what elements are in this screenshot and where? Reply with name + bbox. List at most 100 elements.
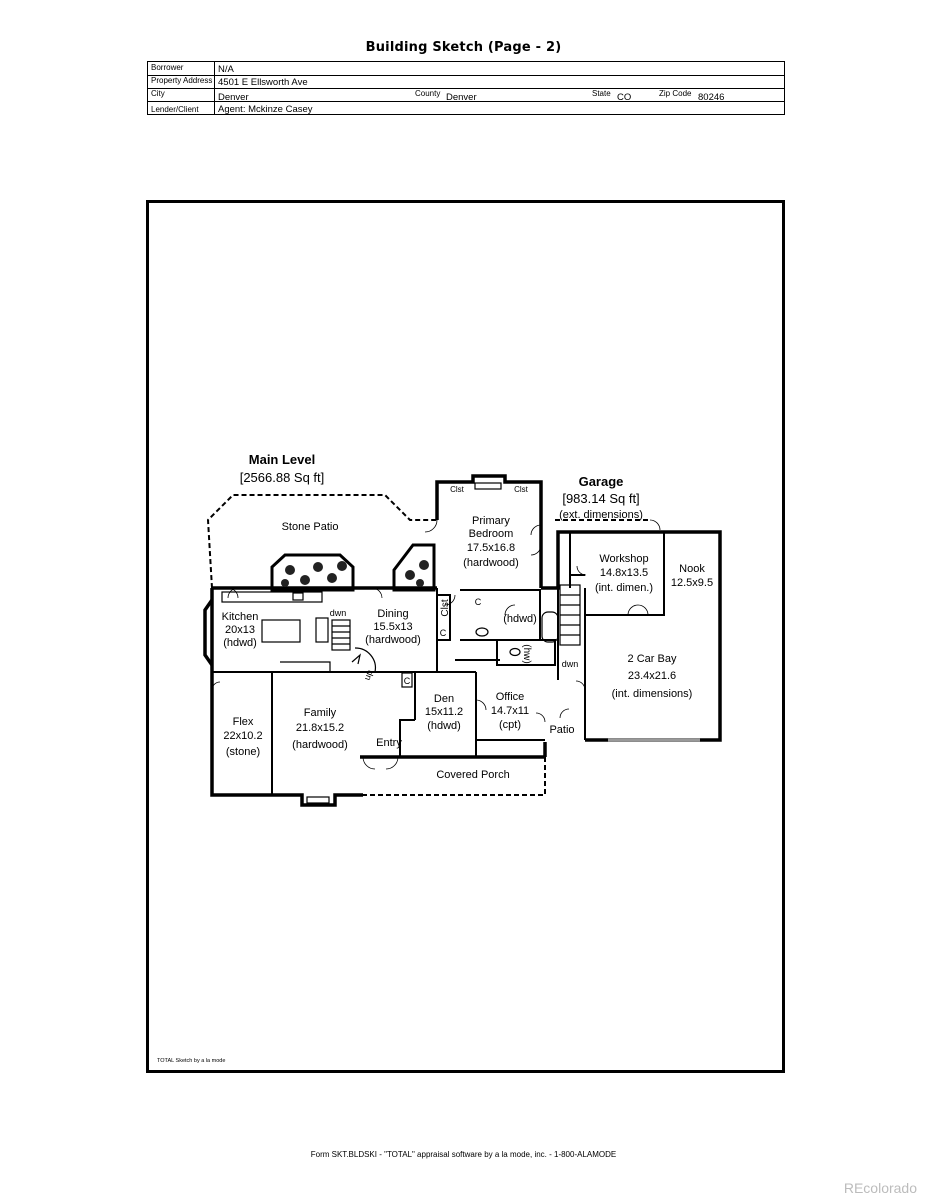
- plant-icon: [405, 570, 415, 580]
- dining-dim: 15.5x13: [373, 621, 412, 633]
- toilet-icon-2: [509, 647, 521, 657]
- flex-floor: (stone): [226, 746, 260, 758]
- planter-box-2: [392, 543, 436, 592]
- state-label: State: [592, 89, 611, 98]
- stone-patio-label: Stone Patio: [282, 521, 339, 533]
- planters: [270, 543, 436, 592]
- door-icon: [504, 604, 516, 616]
- plant-icon: [313, 562, 323, 572]
- lender-value: Agent: Mckinze Casey: [218, 104, 313, 115]
- up-arrow-icon: [351, 653, 361, 665]
- family-floor: (hardwood): [292, 739, 348, 751]
- plants: [281, 560, 429, 587]
- city-value: Denver: [218, 92, 249, 103]
- den-floor: (hdwd): [427, 720, 461, 732]
- dashed-outlines: [206, 494, 650, 796]
- office-floor: (cpt): [499, 719, 521, 731]
- door-swings: [211, 519, 661, 770]
- dining-name: Dining: [377, 608, 408, 620]
- zip-value: 80246: [698, 92, 725, 103]
- closet-left-label: Clst: [450, 485, 465, 494]
- state-value: CO: [617, 92, 632, 103]
- office-name: Office: [496, 691, 525, 703]
- door-icon: [227, 587, 239, 599]
- door-icon: [576, 565, 587, 576]
- workshop-note: (int. dimen.): [595, 582, 653, 594]
- closet-right-label: Clst: [514, 485, 529, 494]
- range-icon: [315, 617, 329, 643]
- kitchen-name: Kitchen: [222, 611, 259, 623]
- planter-box-1: [270, 553, 355, 592]
- walls-main: [212, 588, 438, 795]
- entry-label: Entry: [376, 737, 402, 749]
- family-fireplace: [306, 796, 330, 804]
- bath-floor-label: (hdwd): [503, 613, 537, 625]
- fixtures: [221, 482, 700, 804]
- primary-bedroom-name-1: Primary: [472, 515, 510, 527]
- closet-c-label-1: C: [440, 628, 447, 638]
- stair-up-label: up: [362, 669, 375, 682]
- patio-label: Patio: [549, 724, 574, 736]
- closet-vertical: [437, 594, 451, 641]
- garage-stair-treads: [560, 594, 580, 636]
- zip-label: Zip Code: [659, 89, 692, 98]
- stair-treads-icon: [332, 625, 350, 645]
- primary-bedroom-dim: 17.5x16.8: [467, 542, 515, 554]
- toilet-icon: [475, 627, 489, 637]
- plant-icon: [281, 579, 289, 587]
- west-wall: [210, 588, 363, 807]
- property-info-table: Borrower N/A Property Address 4501 E Ell…: [147, 61, 785, 115]
- workshop-name: Workshop: [599, 553, 648, 565]
- stair-down-label: dwn: [330, 608, 347, 618]
- door-icon: [475, 699, 487, 711]
- bathtub-icon: [541, 611, 559, 643]
- kitchen-floor: (hdwd): [223, 637, 257, 649]
- door-icon: [649, 519, 661, 531]
- plant-icon: [327, 573, 337, 583]
- room-labels: Main Level [2566.88 Sq ft] Garage [983.1…: [222, 452, 713, 781]
- office-dim: 14.7x11: [491, 705, 529, 717]
- lender-row: Lender/Client Agent: Mckinze Casey: [148, 102, 784, 115]
- main-level-title: Main Level: [249, 452, 315, 467]
- plant-icon: [285, 565, 295, 575]
- primary-bedroom-name-2: Bedroom: [469, 528, 514, 540]
- lender-label: Lender/Client: [151, 105, 199, 114]
- watermark: REcolorado: [843, 1180, 917, 1196]
- covered-porch-outline: [363, 757, 546, 796]
- county-label: County: [415, 89, 441, 98]
- den-name: Den: [434, 693, 454, 705]
- sketch-frame: TOTAL Sketch by a la mode: [146, 200, 785, 1073]
- garage-note: (ext. dimensions): [559, 509, 643, 521]
- borrower-value: N/A: [218, 64, 234, 75]
- flex-dim: 22x10.2: [223, 730, 262, 742]
- door-icon: [211, 681, 221, 691]
- car-bay-dim: 23.4x21.6: [628, 670, 676, 682]
- main-level-area: [2566.88 Sq ft]: [240, 470, 325, 485]
- workshop-door-icon: [627, 604, 649, 616]
- family-dim: 21.8x15.2: [296, 722, 344, 734]
- den-dim: 15x11.2: [425, 706, 463, 718]
- kitchen-sink-icon: [292, 592, 304, 601]
- bath2-floor-label: (hw): [521, 644, 532, 663]
- car-bay-note: (int. dimensions): [612, 688, 693, 700]
- door-icon: [559, 708, 570, 719]
- plant-icon: [419, 560, 429, 570]
- bath-outline: [460, 589, 541, 641]
- door-icon: [424, 519, 438, 533]
- den-closet: [401, 672, 413, 688]
- address-label: Property Address: [151, 76, 213, 85]
- closet-c-label-2: C: [475, 597, 482, 607]
- city-label: City: [151, 89, 165, 98]
- bedroom-fireplace: [474, 482, 502, 490]
- counter-peninsula: [280, 661, 331, 672]
- kitchen-counter: [221, 591, 323, 603]
- garage-title: Garage: [579, 474, 624, 489]
- garage-area: [983.14 Sq ft]: [562, 491, 639, 506]
- workshop-dim: 14.8x13.5: [600, 567, 648, 579]
- plant-icon: [416, 579, 424, 587]
- dining-floor: (hardwood): [365, 634, 421, 646]
- family-name: Family: [304, 707, 337, 719]
- door-icon: [371, 587, 383, 599]
- door-icon: [444, 594, 456, 606]
- car-bay-name: 2 Car Bay: [628, 653, 677, 665]
